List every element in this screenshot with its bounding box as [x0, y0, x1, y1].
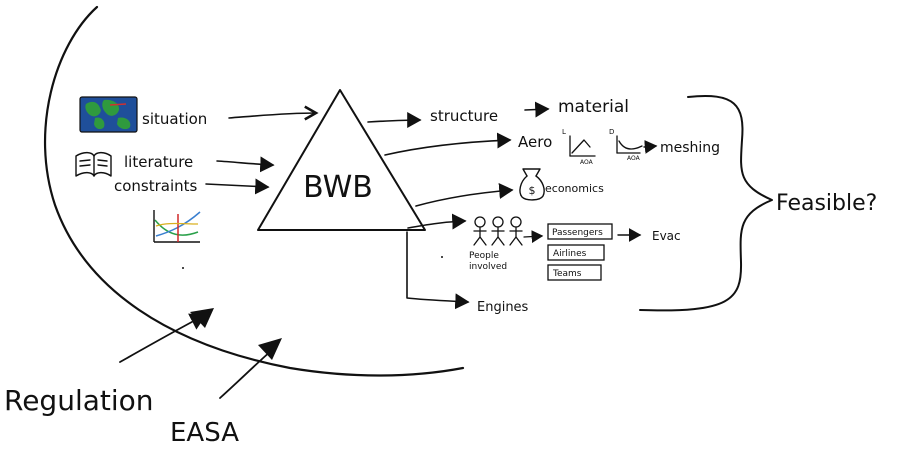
feasible-brace — [639, 95, 773, 312]
passengers-label: Passengers — [552, 228, 603, 238]
cd-axis-label: D — [609, 128, 614, 136]
material-label: material — [558, 97, 629, 117]
aoa-label-2: AOA — [627, 155, 641, 162]
easa-arrowhead — [258, 338, 282, 360]
money-bag-icon: $ — [519, 168, 545, 201]
constraints-label: constraints — [114, 177, 198, 195]
easa-label: EASA — [170, 418, 239, 448]
people-arrow — [407, 213, 467, 230]
airlines-label: Airlines — [553, 249, 587, 259]
stray-dot — [182, 267, 184, 269]
open-book-icon — [75, 151, 112, 177]
regulation-label: Regulation — [4, 384, 154, 417]
aoa-label-1: AOA — [580, 159, 594, 166]
airlines-box — [547, 244, 605, 261]
literature-arrow — [216, 156, 275, 173]
world-map-icon — [79, 96, 138, 133]
stakeholders-arrow — [523, 230, 544, 244]
aero-arrow — [384, 132, 512, 156]
teams-label: Teams — [552, 269, 582, 279]
material-arrow — [524, 101, 550, 118]
drag-curve-icon — [616, 135, 643, 154]
economics-arrow — [415, 183, 514, 207]
svg-text:$: $ — [529, 184, 536, 197]
bwb-triangle — [257, 89, 426, 231]
evac-label: Evac — [652, 229, 681, 243]
cl-axis-label: L — [562, 128, 566, 136]
feasible-label: Feasible? — [776, 191, 877, 216]
literature-label: literature — [124, 153, 193, 171]
lift-curve-icon — [569, 135, 596, 157]
people-label-line2: involved — [469, 262, 507, 272]
people-label-line1: People — [469, 251, 499, 261]
structure-arrow — [367, 112, 422, 129]
constraints-arrow — [205, 178, 270, 195]
economics-label: economics — [545, 182, 604, 195]
teams-box — [547, 264, 602, 281]
passengers-box — [547, 223, 613, 240]
structure-label: structure — [430, 107, 498, 125]
regulation-boundary-arc — [43, 5, 465, 377]
meshing-arrow — [643, 139, 658, 154]
engines-label: Engines — [477, 300, 529, 315]
constraint-graph-icon — [153, 210, 201, 243]
people-stick-figures-icon — [473, 216, 523, 246]
situation-label: situation — [142, 110, 207, 128]
bwb-label: BWB — [303, 170, 373, 205]
aero-label: Aero — [518, 133, 552, 151]
situation-arrow — [228, 105, 319, 121]
regulation-arrowhead — [190, 308, 214, 328]
engines-arrow — [406, 231, 470, 310]
stray-dot — [441, 256, 443, 258]
meshing-label: meshing — [660, 140, 720, 156]
